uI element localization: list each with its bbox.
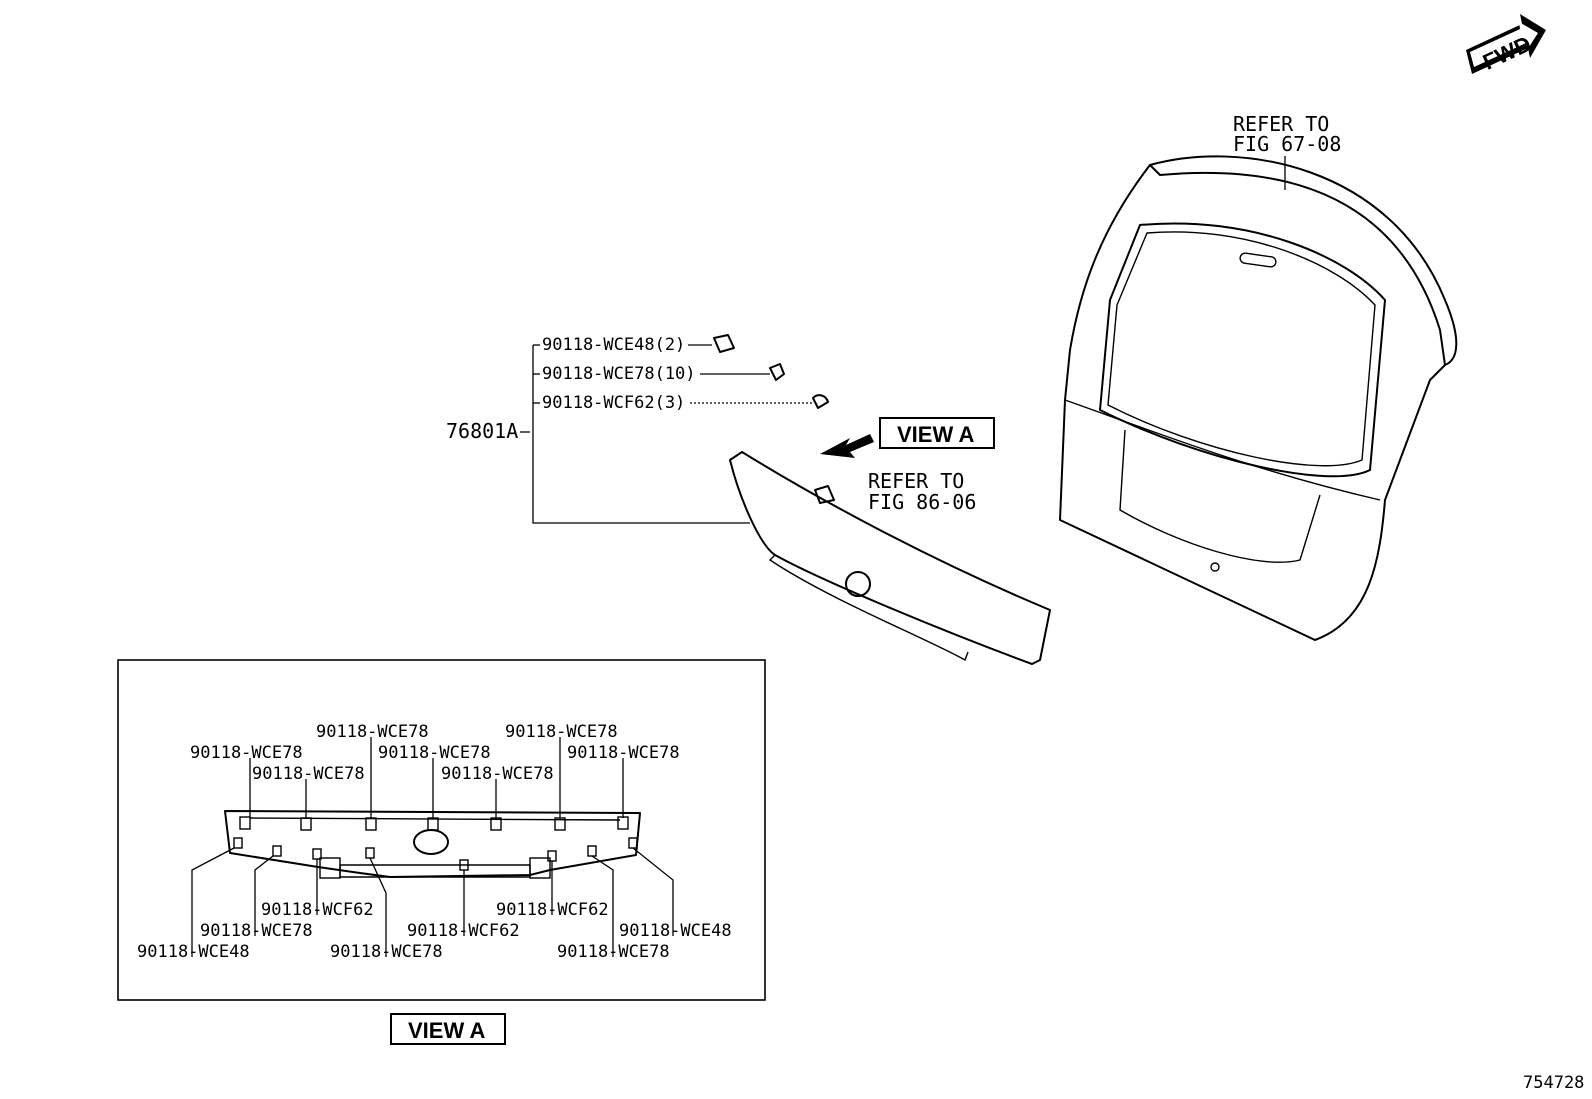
- view-a-upper-label-5: 90118-WCE78: [441, 764, 554, 784]
- refer-emblem-line1: REFER TO: [868, 469, 964, 493]
- view-a-caption: VIEW A: [408, 1018, 486, 1043]
- view-a-lower-leaders: [191, 847, 674, 957]
- view-direction-arrow-icon: [820, 434, 874, 458]
- view-a-caption-box: [390, 1013, 506, 1045]
- clip-wce78-icon: [769, 363, 785, 381]
- refer-emblem-line2: FIG 86-06: [868, 490, 976, 514]
- back-door-garnish-drawing: [729, 451, 1051, 665]
- view-a-detail-box: [117, 659, 766, 1001]
- fastener-wcf62: 90118-WCF62(3): [542, 393, 685, 413]
- fwd-arrow-icon: FWD: [1466, 14, 1546, 75]
- refer-back-door-line1: REFER TO: [1233, 112, 1329, 136]
- view-a-lower-label-1: 90118-WCF62: [261, 900, 374, 920]
- view-a-upper-leaders: [249, 737, 624, 818]
- view-a-lower-label-7: 90118-WCE48: [619, 921, 732, 941]
- view-a-garnish-drawing: [224, 810, 641, 879]
- view-a-lower-label-8: 90118-WCE78: [557, 942, 670, 962]
- view-a-lower-label-4: 90118-WCE78: [330, 942, 443, 962]
- view-a-lower-label-2: 90118-WCE78: [200, 921, 313, 941]
- assembly-bracket: [520, 345, 750, 524]
- fastener-wce78: 90118-WCE78(10): [542, 364, 696, 384]
- refer-back-door-line2: FIG 67-08: [1233, 132, 1341, 156]
- view-a-upper-label-7: 90118-WCE78: [567, 743, 680, 763]
- view-a-callout-label: VIEW A: [897, 422, 975, 447]
- view-a-lower-label-6: 90118-WCF62: [496, 900, 609, 920]
- view-a-lower-label-5: 90118-WCF62: [407, 921, 520, 941]
- view-a-upper-label-6: 90118-WCE78: [505, 722, 618, 742]
- fastener-wce48: 90118-WCE48(2): [542, 335, 685, 355]
- view-a-lower-label-3: 90118-WCE48: [137, 942, 250, 962]
- view-a-upper-label-3: 90118-WCE78: [316, 722, 429, 742]
- view-a-upper-label-1: 90118-WCE78: [190, 743, 303, 763]
- figure-number: 754728: [1523, 1073, 1584, 1093]
- view-a-upper-label-2: 90118-WCE78: [252, 764, 365, 784]
- emblem-clip-icon: [814, 485, 835, 504]
- clip-wce48-icon: [713, 334, 735, 353]
- view-a-callout: VIEW A: [820, 417, 995, 458]
- clip-wcf62-icon: [812, 394, 829, 409]
- back-door-drawing: [1059, 155, 1458, 641]
- assembly-part-number: 76801A: [446, 419, 518, 443]
- view-a-upper-label-4: 90118-WCE78: [378, 743, 491, 763]
